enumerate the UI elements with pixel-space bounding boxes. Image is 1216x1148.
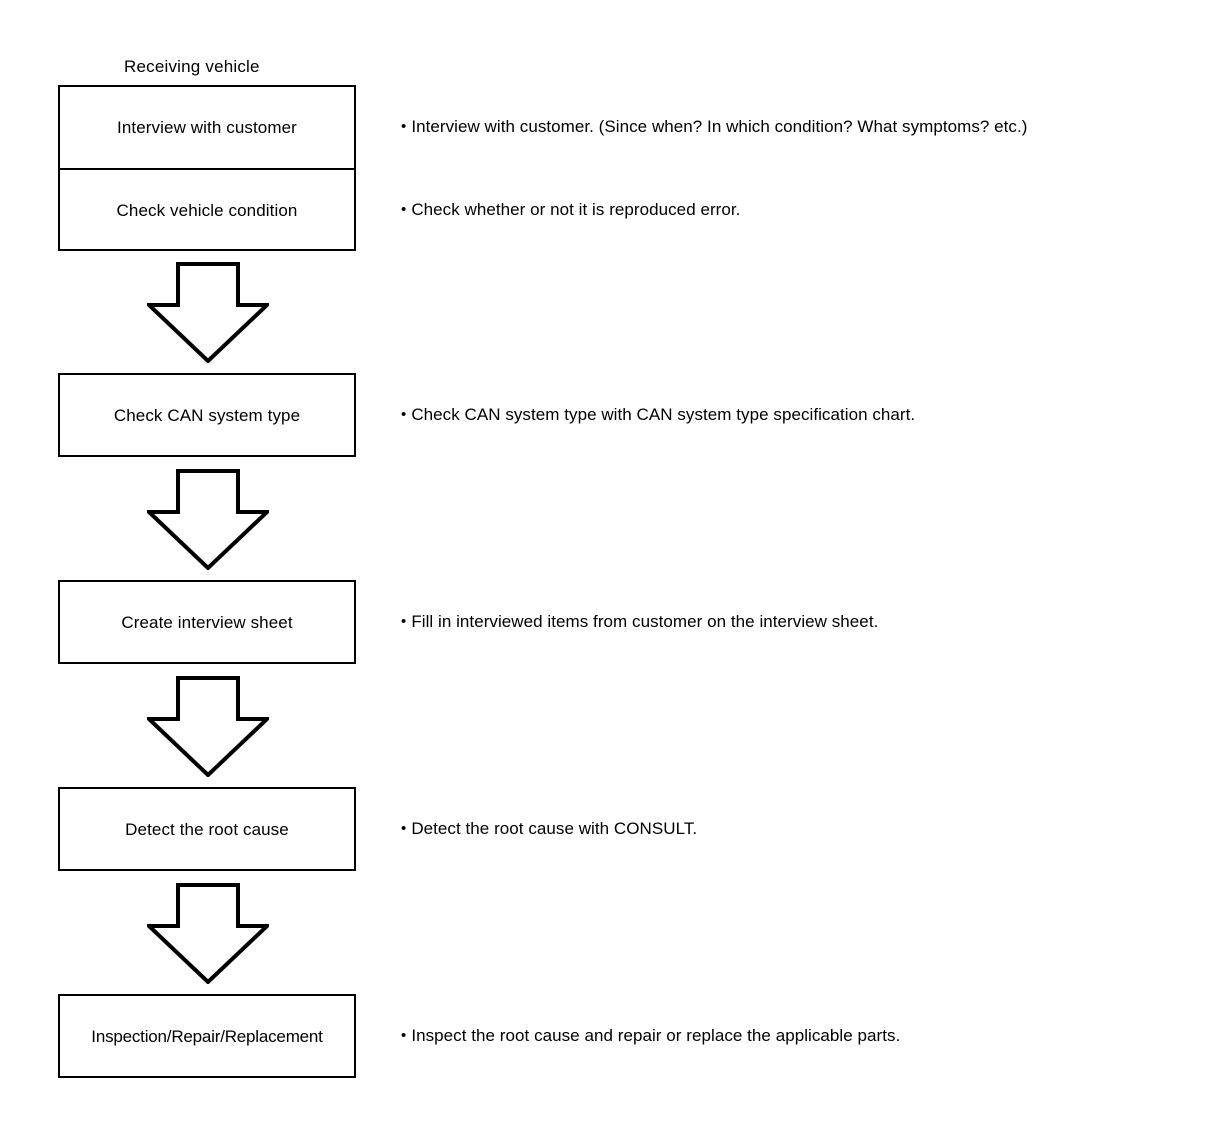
note-inspection-repair-replacement: •Inspect the root cause and repair or re… <box>401 1025 900 1046</box>
process-box-create-interview-sheet[interactable]: Create interview sheet <box>58 580 356 664</box>
note-detect-the-root-cause: •Detect the root cause with CONSULT. <box>401 818 697 839</box>
arrow-down-icon-4 <box>147 883 269 984</box>
process-label-inspection-repair-replacement: Inspection/Repair/Replacement <box>91 1026 323 1046</box>
process-label-check-vehicle-condition: Check vehicle condition <box>116 201 298 220</box>
section-label-receiving-vehicle: Receiving vehicle <box>124 57 260 76</box>
process-label-interview-with-customer: Interview with customer <box>117 118 297 137</box>
note-text-inspection-repair-replacement: Inspect the root cause and repair or rep… <box>411 1026 901 1045</box>
note-text-check-vehicle-condition: Check whether or not it is reproduced er… <box>411 200 741 219</box>
process-box-inspection-repair-replacement[interactable]: Inspection/Repair/Replacement <box>58 994 356 1078</box>
note-text-detect-the-root-cause: Detect the root cause with CONSULT. <box>411 819 698 838</box>
arrow-down-icon-3 <box>147 676 269 777</box>
process-box-check-vehicle-condition[interactable]: Check vehicle condition <box>60 170 354 251</box>
note-text-interview-with-customer: Interview with customer. (Since when? In… <box>411 117 1028 136</box>
bullet-icon-1: • <box>401 118 407 135</box>
process-label-create-interview-sheet: Create interview sheet <box>121 612 293 632</box>
bullet-icon-4: • <box>401 613 407 630</box>
note-create-interview-sheet: •Fill in interviewed items from customer… <box>401 611 878 632</box>
bullet-icon-3: • <box>401 406 407 423</box>
process-label-check-can-system-type: Check CAN system type <box>113 405 301 425</box>
note-interview-with-customer: •Interview with customer. (Since when? I… <box>401 116 1027 137</box>
note-check-vehicle-condition: •Check whether or not it is reproduced e… <box>401 199 740 220</box>
arrow-down-icon-1 <box>147 262 269 363</box>
process-box-detect-the-root-cause[interactable]: Detect the root cause <box>58 787 356 871</box>
process-label-detect-the-root-cause: Detect the root cause <box>125 819 289 839</box>
process-box-interview-with-customer[interactable]: Interview with customer <box>60 87 354 170</box>
bullet-icon-6: • <box>401 1027 407 1044</box>
arrow-down-icon-2 <box>147 469 269 570</box>
note-text-check-can-system-type: Check CAN system type with CAN system ty… <box>411 405 916 424</box>
note-text-create-interview-sheet: Fill in interviewed items from customer … <box>411 612 879 631</box>
process-box-check-can-system-type[interactable]: Check CAN system type <box>58 373 356 457</box>
note-check-can-system-type: •Check CAN system type with CAN system t… <box>401 404 915 425</box>
bullet-icon-2: • <box>401 201 407 218</box>
bullet-icon-5: • <box>401 820 407 837</box>
process-box-group-receiving-vehicle: Interview with customer Check vehicle co… <box>58 85 356 251</box>
